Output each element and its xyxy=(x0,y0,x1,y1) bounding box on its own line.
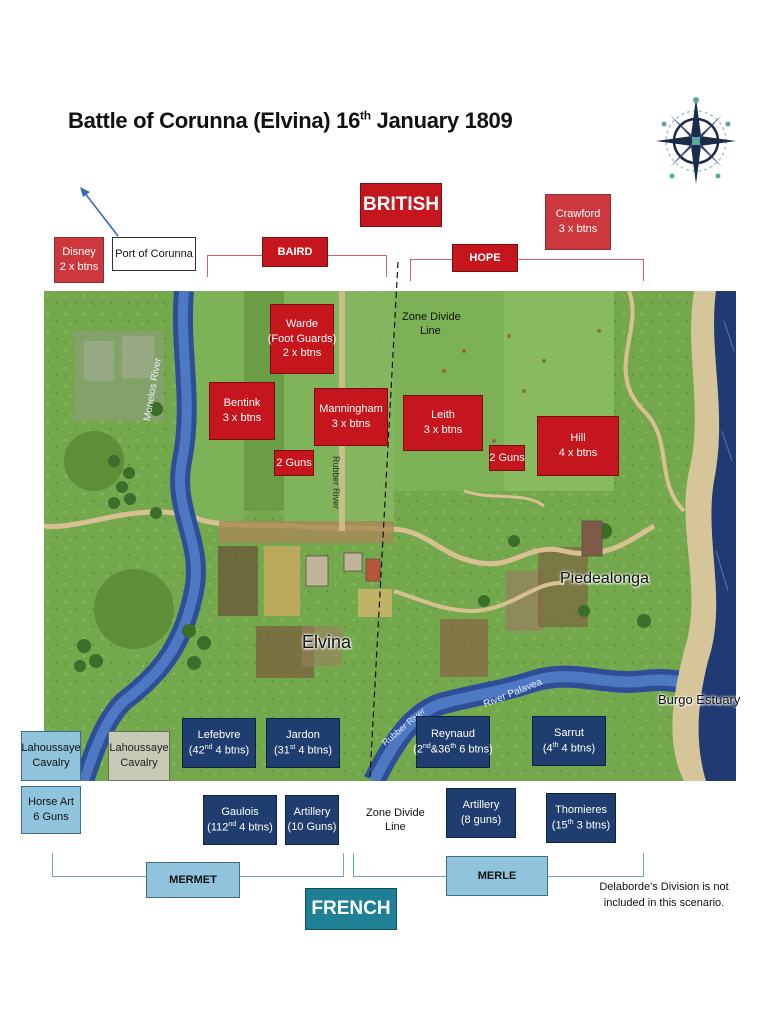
unit-reynaud: Reynaud(2nd&36th 6 btns) xyxy=(413,716,493,768)
place-piedealonga: Piedealonga xyxy=(560,570,649,587)
hope-bracket xyxy=(410,259,644,281)
zone-divide-line xyxy=(369,262,399,778)
unit-thomieres: Thomieres(15th 3 btns) xyxy=(546,793,616,843)
unit-warde: Warde(Foot Guards)2 x btns xyxy=(268,304,336,374)
map-title: Battle of Corunna (Elvina) 16th January … xyxy=(68,108,513,133)
place-elvina: Elvina xyxy=(302,632,352,652)
guns-baird: 2 Guns xyxy=(274,450,314,476)
french-label: FRENCH xyxy=(305,888,397,930)
command-baird: BAIRD xyxy=(262,237,328,267)
compass-rose-icon xyxy=(656,97,736,184)
british-label: BRITISH xyxy=(360,183,442,227)
unit-sarrut: Sarrut(4th 4 btns) xyxy=(532,716,606,766)
north-arrow-icon xyxy=(80,187,119,237)
unit-artillery-mermet: Artillery(10 Guns) xyxy=(285,795,339,845)
command-merle: MERLE xyxy=(446,856,548,896)
command-hope: HOPE xyxy=(452,244,518,272)
command-mermet: MERMET xyxy=(146,862,240,898)
port-of-corunna-label: Port of Corunna xyxy=(112,237,196,271)
guns-hope: 2 Guns xyxy=(489,445,525,471)
unit-gaulois: Gaulois(112nd 4 btns) xyxy=(203,795,277,845)
place-burgo-estuary: Burgo Estuary xyxy=(658,692,741,707)
unit-artillery-merle: Artillery(8 guns) xyxy=(446,788,516,838)
unit-lefebvre: Lefebvre(42nd 4 btns) xyxy=(182,718,256,768)
battlefield-map xyxy=(44,291,736,781)
unit-jardon: Jardon(31st 4 btns) xyxy=(266,718,340,768)
river-rubber-top: Rubber River xyxy=(331,456,341,510)
